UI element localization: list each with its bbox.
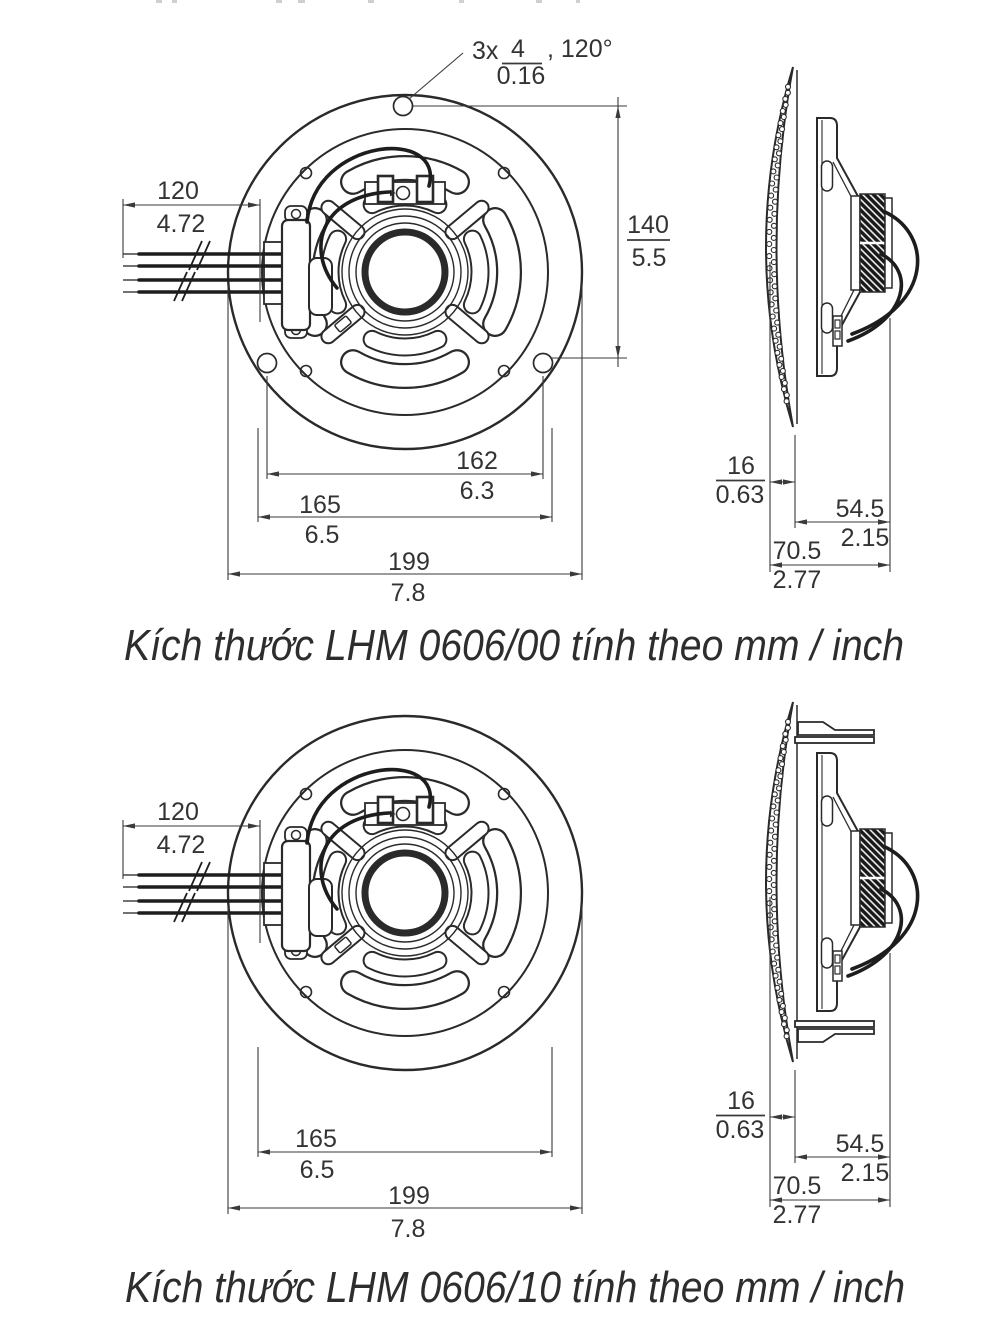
dim-body-depth-inch: 2.15 xyxy=(841,524,890,552)
figure1-caption: Kích thước LHM 0606/00 tính theo mm / in… xyxy=(124,621,904,670)
mounting-clamps xyxy=(794,721,875,1043)
dim-basket: 165 6.5 xyxy=(257,428,553,549)
dim-grille-depth-inch: 0.63 xyxy=(716,481,765,509)
side-dim-texts: 16 0.63 54.5 2.15 70.5 2.77 xyxy=(716,1087,890,1229)
dim-basket-inch: 6.5 xyxy=(300,1156,335,1184)
dim-total-depth-inch: 2.77 xyxy=(773,1201,822,1229)
dim-basket-mm: 165 xyxy=(295,1125,337,1153)
dim-overall: 199 7.8 xyxy=(227,286,583,607)
dim-cutout: 162 6.3 xyxy=(266,376,544,505)
dim-grille-depth-inch: 0.63 xyxy=(716,1116,765,1144)
bottom-clamp-arm xyxy=(797,1028,875,1043)
dim-hole-height: 140 5.5 xyxy=(413,97,670,367)
figure-lhm-0606-10: 120 4.72 165 6.5 199 7.8 16 xyxy=(123,702,918,1312)
front-view xyxy=(123,716,582,1070)
dim-cable-mm: 120 xyxy=(157,177,199,205)
dim-cutout-mm: 162 xyxy=(456,447,498,475)
dim-cable-mm: 120 xyxy=(157,798,199,826)
dim-overall: 199 7.8 xyxy=(227,907,583,1243)
dim-basket-inch: 6.5 xyxy=(305,521,340,549)
dim-basket: 165 6.5 xyxy=(257,1047,553,1184)
dim-body-depth-mm: 54.5 xyxy=(836,1130,885,1158)
figure-lhm-0606-00: 3x 4 0.16 , 120° 140 5.5 120 4.72 162 6.… xyxy=(123,35,918,670)
dim-body-depth-mm: 54.5 xyxy=(836,495,885,523)
hole-dia-mm: 4 xyxy=(511,35,525,63)
side-dim-texts: 16 0.63 54.5 2.15 70.5 2.77 xyxy=(716,452,890,594)
top-clamp-arm xyxy=(797,721,875,736)
bottom-clamp-rail xyxy=(794,1020,875,1028)
front-view xyxy=(123,95,582,449)
hole-count: 3x xyxy=(472,37,499,65)
top-crop-artifacts xyxy=(156,0,580,3)
dim-grille-depth-mm: 16 xyxy=(727,1087,755,1115)
top-clamp-rail xyxy=(794,736,875,744)
dim-hole-height-inch: 5.5 xyxy=(632,244,667,272)
dim-cable-inch: 4.72 xyxy=(157,831,206,859)
dim-total-depth-inch: 2.77 xyxy=(773,566,822,594)
hole-dia-inch: 0.16 xyxy=(497,62,546,90)
dim-total-depth-mm: 70.5 xyxy=(773,537,822,565)
dim-body-depth-inch: 2.15 xyxy=(841,1159,890,1187)
dim-cutout-inch: 6.3 xyxy=(460,477,495,505)
dim-overall-mm: 199 xyxy=(388,548,430,576)
dim-overall-mm: 199 xyxy=(388,1182,430,1210)
dim-cable-inch: 4.72 xyxy=(157,210,206,238)
mounting-holes xyxy=(256,95,554,374)
dim-basket-mm: 165 xyxy=(299,491,341,519)
dim-total-depth-mm: 70.5 xyxy=(773,1172,822,1200)
dim-hole-height-mm: 140 xyxy=(627,211,669,239)
hole-callout: 3x 4 0.16 , 120° xyxy=(408,35,613,100)
dim-grille-depth-mm: 16 xyxy=(727,452,755,480)
dim-overall-inch: 7.8 xyxy=(391,1215,426,1243)
hole-angle: , 120° xyxy=(547,35,613,63)
figure2-caption: Kích thước LHM 0606/10 tính theo mm / in… xyxy=(125,1263,905,1312)
dim-overall-inch: 7.8 xyxy=(391,579,426,607)
